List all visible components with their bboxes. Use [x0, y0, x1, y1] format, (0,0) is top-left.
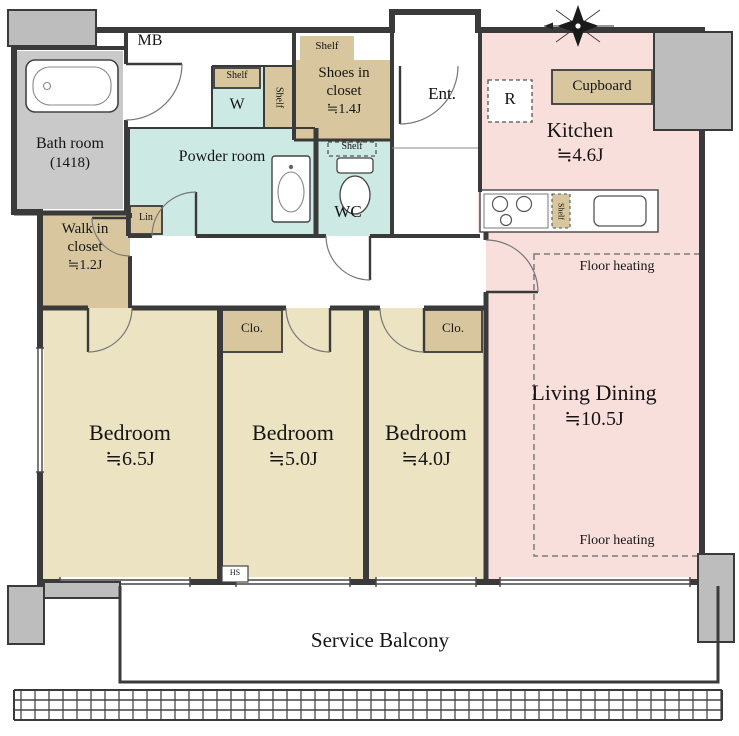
walk-in-closet-label: Walk in closet ≒1.2J: [40, 220, 130, 274]
kitchen-label: Kitchen ≒4.6J: [490, 118, 670, 167]
bedroom3-size: ≒4.0J: [401, 447, 451, 470]
closet2-label: Clo.: [240, 320, 264, 335]
living-window: [499, 577, 691, 587]
wc-shelf-label: Shelf: [341, 141, 363, 152]
walk-in-closet-floor: [40, 214, 130, 308]
hs-label: HS: [229, 568, 241, 577]
door-bedroom3: [379, 307, 426, 353]
bedroom3-window: [375, 577, 477, 587]
door-living: [485, 239, 539, 294]
structural-pillars: [7, 9, 735, 645]
bathtub-icon: [25, 59, 119, 113]
shelf-strip-floor: [264, 66, 294, 128]
closet3-box: [423, 309, 483, 353]
door-walk-in-closet: [91, 216, 131, 257]
bedroom3-floor: [366, 308, 486, 582]
shoes-closet-line2: closet: [326, 83, 362, 100]
bedroom1-name: Bedroom: [89, 420, 171, 445]
refrigerator-label: R: [504, 89, 516, 108]
shoes-closet-label: Shoes in closet ≒1.4J: [296, 64, 392, 118]
entrance-label: Ent.: [428, 84, 456, 103]
wc-label: WC: [334, 202, 362, 221]
pillar-top-right: [653, 31, 733, 131]
bath-room-name: Bath room: [36, 135, 104, 152]
living-dining-name: Living Dining: [531, 380, 657, 405]
walls: [11, 9, 705, 585]
bedroom1-size: ≒6.5J: [105, 447, 155, 470]
door-entrance: [398, 65, 459, 125]
shoes-shelf-label: Shelf: [315, 40, 339, 52]
bath-room-label: Bath room (1418): [16, 134, 124, 172]
wall-block-left: [43, 581, 121, 599]
kitchen-shelf-box: [551, 193, 571, 229]
wc-shelf-box: [327, 141, 377, 157]
powder-sink-icon: [271, 155, 311, 223]
bedroom1-label: Bedroom ≒6.5J: [40, 420, 220, 471]
kitchen-shelf-label: Shelf: [556, 202, 566, 220]
windows: [36, 347, 691, 587]
bath-room-size: (1418): [50, 154, 90, 171]
w-shelf-box: [213, 67, 261, 89]
door-bath: [125, 62, 183, 121]
kitchen-sink-icon: [593, 195, 647, 227]
pillar-bottom-left: [7, 585, 45, 645]
cupboard-label: Cupboard: [572, 78, 632, 94]
floor-heating-bottom-label: Floor heating: [579, 533, 655, 548]
bedroom1-floor: [40, 308, 220, 582]
wic-line1: Walk in: [61, 221, 109, 237]
pillar-bottom-right: [697, 553, 735, 643]
washer-label: W: [229, 96, 245, 113]
shoes-closet-floor: [296, 60, 392, 140]
balcony-wall: [118, 586, 720, 684]
bedroom3-label: Bedroom ≒4.0J: [366, 420, 486, 471]
kitchen-name: Kitchen: [546, 118, 614, 142]
compass-icon: [544, 5, 614, 47]
wic-line2: closet: [67, 239, 103, 256]
service-balcony-label: Service Balcony: [310, 628, 450, 652]
door-powder-room: [151, 191, 198, 237]
pillar-top-left: [7, 9, 97, 47]
meter-box-label: MB: [137, 32, 163, 49]
toilet-icon: [336, 157, 374, 215]
bedroom1-side-window: [36, 347, 44, 473]
refrigerator-space: [487, 79, 533, 123]
floor-heating-top-label: Floor heating: [579, 259, 655, 274]
kitchen-size: ≒4.6J: [556, 144, 604, 166]
vertical-shelf-label: Shelf: [273, 87, 285, 109]
bedroom2-size: ≒5.0J: [268, 447, 318, 470]
shoes-closet-size: ≒1.4J: [326, 101, 362, 117]
powder-room-label: Powder room: [178, 148, 266, 165]
door-bedroom2: [285, 307, 332, 353]
cupboard-box: [551, 69, 653, 105]
bedroom3-name: Bedroom: [385, 420, 467, 445]
shoes-shelf-box: [300, 36, 354, 62]
shoes-closet-line1: Shoes in: [318, 65, 370, 81]
floor-heating-area: [533, 253, 701, 557]
bedroom2-window: [235, 577, 351, 587]
hs-box: [221, 565, 249, 583]
living-dining-label: Living Dining ≒10.5J: [486, 380, 702, 431]
storage-boxes: [129, 67, 653, 353]
bedroom2-name: Bedroom: [252, 420, 334, 445]
w-shelf-label: Shelf: [226, 70, 248, 81]
kitchen-counter: [479, 189, 659, 233]
linen-label: Lin: [139, 212, 153, 223]
closet3-label: Clo.: [441, 320, 465, 335]
stove-icon: [483, 193, 549, 229]
bedroom2-label: Bedroom ≒5.0J: [220, 420, 366, 471]
living-dining-size: ≒10.5J: [564, 407, 624, 430]
wic-size: ≒1.2J: [67, 257, 103, 273]
balcony-railing: [13, 689, 723, 721]
doors: [86, 62, 539, 353]
door-bedroom1: [86, 307, 133, 353]
door-wc: [325, 235, 372, 281]
bedroom2-floor: [220, 308, 366, 582]
living-floor: [486, 232, 702, 582]
